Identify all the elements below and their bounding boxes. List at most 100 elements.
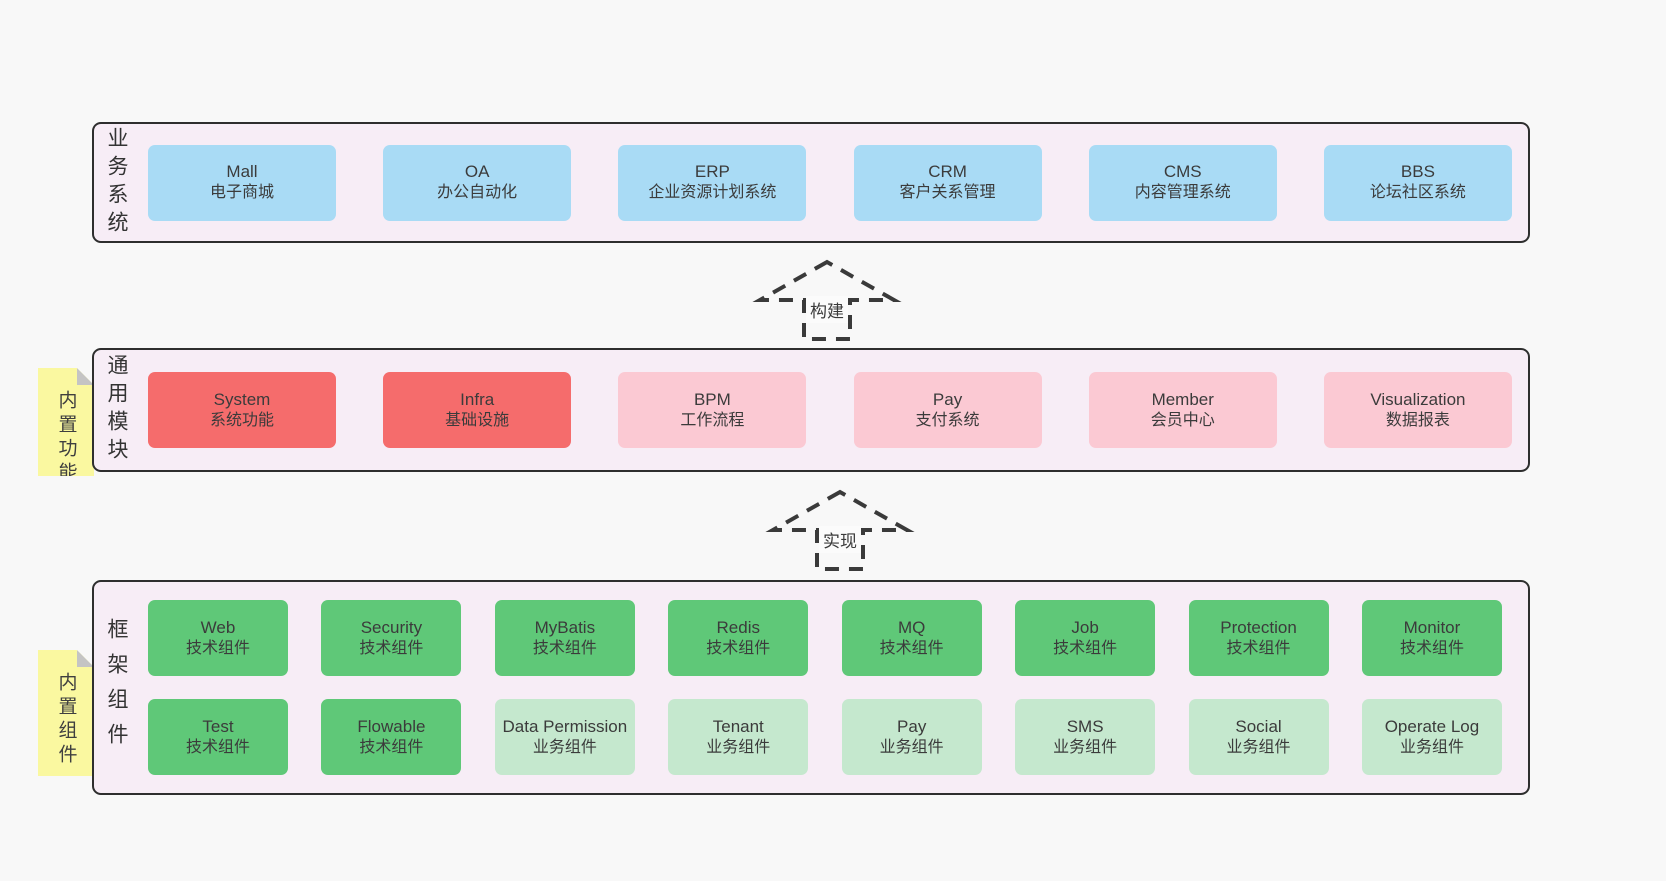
layer-common-modules: 通用模块 System 系统功能 Infra 基础设施 BPM 工作流程 Pay… xyxy=(92,348,1530,472)
sticky-note-built-in-components: 内置组件 xyxy=(38,650,94,776)
module-box-pay: Pay 支付系统 xyxy=(853,372,1042,448)
layer-title: 通用模块 xyxy=(105,354,128,466)
box-subtitle: 业务组件 xyxy=(532,738,597,756)
box-title: MyBatis xyxy=(534,617,596,637)
box-title: Monitor xyxy=(1403,617,1461,637)
box-title: Visualization xyxy=(1370,389,1466,409)
system-box-mall: Mall 电子商城 xyxy=(148,144,336,221)
box-subtitle: 系统功能 xyxy=(209,411,274,429)
component-box-monitor: Monitor 技术组件 xyxy=(1361,600,1502,676)
component-box-social: Social 业务组件 xyxy=(1188,699,1329,775)
sticky-note-built-in-functions: 内置功能 xyxy=(38,368,94,476)
box-subtitle: 技术组件 xyxy=(1226,639,1291,657)
up-arrow-icon xyxy=(752,259,902,341)
box-title: Security xyxy=(360,617,423,637)
system-box-erp: ERP 企业资源计划系统 xyxy=(618,144,807,221)
layer-title: 业务系统 xyxy=(105,126,128,239)
box-title: Test xyxy=(202,716,234,736)
box-subtitle: 内容管理系统 xyxy=(1134,184,1231,202)
box-title: Job xyxy=(1071,617,1099,637)
component-box-protection: Protection 技术组件 xyxy=(1188,600,1329,676)
components-row-2: Test 技术组件 Flowable 技术组件 Data Permission … xyxy=(148,699,1502,775)
module-box-member: Member 会员中心 xyxy=(1088,372,1277,448)
box-subtitle: 业务组件 xyxy=(1226,738,1291,756)
box-title: Pay xyxy=(932,389,963,409)
box-subtitle: 企业资源计划系统 xyxy=(648,184,777,202)
box-subtitle: 技术组件 xyxy=(1399,639,1464,657)
box-title: Pay xyxy=(897,716,927,736)
box-subtitle: 业务组件 xyxy=(1399,738,1464,756)
module-box-visualization: Visualization 数据报表 xyxy=(1323,372,1512,448)
component-box-tenant: Tenant 业务组件 xyxy=(668,699,809,775)
box-title: Flowable xyxy=(357,716,426,736)
box-subtitle: 技术组件 xyxy=(359,639,424,657)
box-title: Operate Log xyxy=(1384,716,1480,736)
box-subtitle: 业务组件 xyxy=(1053,738,1118,756)
box-title: SMS xyxy=(1066,716,1104,736)
components-rows: Web 技术组件 Security 技术组件 MyBatis 技术组件 Redi… xyxy=(148,600,1502,775)
box-title: CMS xyxy=(1163,162,1202,182)
components-row-1: Web 技术组件 Security 技术组件 MyBatis 技术组件 Redi… xyxy=(148,600,1502,676)
box-title: BBS xyxy=(1400,162,1435,182)
system-box-oa: OA 办公自动化 xyxy=(383,144,572,221)
layer-title: 框架组件 xyxy=(105,617,128,758)
system-box-bbs: BBS 论坛社区系统 xyxy=(1323,144,1512,221)
box-subtitle: 业务组件 xyxy=(706,738,771,756)
component-box-redis: Redis 技术组件 xyxy=(668,600,809,676)
box-title: ERP xyxy=(694,162,730,182)
box-title: MQ xyxy=(897,617,926,637)
box-title: Member xyxy=(1151,389,1214,409)
box-title: Infra xyxy=(460,389,495,409)
business-box-row: Mall 电子商城 OA 办公自动化 ERP 企业资源计划系统 CRM 客户关系… xyxy=(148,144,1512,221)
box-title: System xyxy=(213,389,271,409)
box-title: BPM xyxy=(693,389,731,409)
build-arrow: 构建 xyxy=(752,256,902,344)
component-box-pay: Pay 业务组件 xyxy=(841,699,982,775)
box-subtitle: 数据报表 xyxy=(1385,411,1450,429)
box-subtitle: 技术组件 xyxy=(185,738,250,756)
system-box-cms: CMS 内容管理系统 xyxy=(1088,144,1277,221)
component-box-test: Test 技术组件 xyxy=(148,699,288,775)
module-box-infra: Infra 基础设施 xyxy=(383,372,572,448)
module-box-system: System 系统功能 xyxy=(148,372,336,448)
component-box-mybatis: MyBatis 技术组件 xyxy=(494,600,635,676)
box-subtitle: 技术组件 xyxy=(1053,639,1118,657)
component-box-data-permission: Data Permission 业务组件 xyxy=(494,699,635,775)
implement-arrow: 实现 xyxy=(765,486,915,574)
box-title: Web xyxy=(200,617,236,637)
box-title: CRM xyxy=(928,162,967,182)
module-box-bpm: BPM 工作流程 xyxy=(618,372,807,448)
arrow-label: 实现 xyxy=(819,526,861,553)
box-title: Tenant xyxy=(712,716,764,736)
component-box-operate-log: Operate Log 业务组件 xyxy=(1361,699,1502,775)
box-subtitle: 工作流程 xyxy=(680,411,745,429)
box-subtitle: 会员中心 xyxy=(1150,411,1215,429)
box-subtitle: 办公自动化 xyxy=(437,184,518,202)
box-subtitle: 客户关系管理 xyxy=(899,184,996,202)
box-subtitle: 技术组件 xyxy=(879,639,944,657)
component-box-sms: SMS 业务组件 xyxy=(1015,699,1156,775)
component-box-job: Job 技术组件 xyxy=(1015,600,1156,676)
box-subtitle: 业务组件 xyxy=(879,738,944,756)
component-box-mq: MQ 技术组件 xyxy=(841,600,982,676)
component-box-security: Security 技术组件 xyxy=(321,600,462,676)
box-subtitle: 技术组件 xyxy=(706,639,771,657)
box-title: Data Permission xyxy=(502,716,628,736)
box-title: Social xyxy=(1235,716,1282,736)
layer-business-systems: 业务系统 Mall 电子商城 OA 办公自动化 ERP 企业资源计划系统 CRM… xyxy=(92,122,1530,243)
component-box-web: Web 技术组件 xyxy=(148,600,288,676)
box-subtitle: 技术组件 xyxy=(185,639,250,657)
arrow-label: 构建 xyxy=(806,296,848,323)
box-title: Protection xyxy=(1220,617,1297,637)
box-title: Mall xyxy=(226,162,258,182)
box-subtitle: 支付系统 xyxy=(915,411,980,429)
box-subtitle: 技术组件 xyxy=(359,738,424,756)
system-box-crm: CRM 客户关系管理 xyxy=(853,144,1042,221)
up-arrow-icon xyxy=(765,489,915,571)
box-subtitle: 电子商城 xyxy=(209,184,274,202)
layer-framework-components: 框架组件 Web 技术组件 Security 技术组件 MyBatis 技术组件… xyxy=(92,580,1530,795)
sticky-note-label: 内置组件 xyxy=(55,672,77,768)
component-box-flowable: Flowable 技术组件 xyxy=(321,699,462,775)
box-title: OA xyxy=(464,162,490,182)
box-subtitle: 论坛社区系统 xyxy=(1369,184,1466,202)
